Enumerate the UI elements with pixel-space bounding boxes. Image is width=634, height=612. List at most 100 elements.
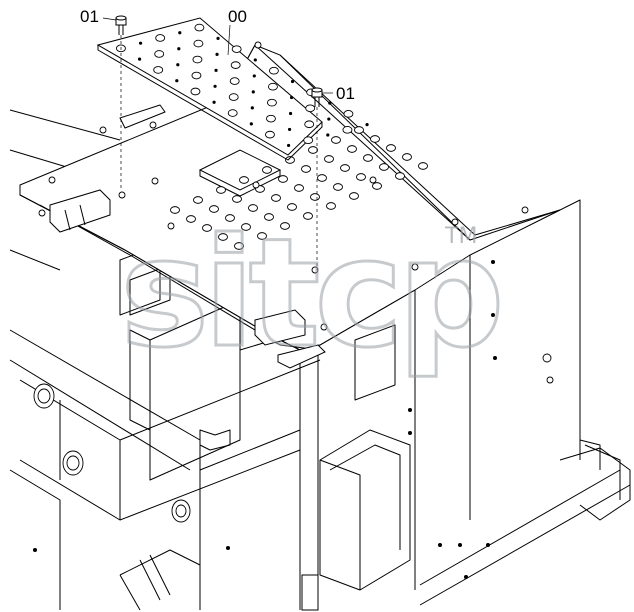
callout-01-right: 01 (336, 84, 355, 103)
step-hole (155, 34, 166, 42)
step-hole (227, 109, 238, 117)
step-dot (251, 90, 255, 94)
bolt-top-part-01 (115, 15, 127, 190)
perforation-hole (386, 144, 396, 152)
step-hole (153, 66, 164, 74)
step-dot (249, 122, 253, 126)
perforation-hole (241, 223, 251, 231)
step-dot (213, 84, 217, 88)
step-hole (304, 120, 315, 129)
perforation-hole (326, 202, 336, 210)
perforation-hole (186, 215, 196, 223)
watermark-trademark: TM (444, 224, 477, 249)
perforation-hole (239, 176, 249, 184)
step-hole (265, 130, 275, 139)
callout-01-top: 01 (80, 7, 99, 26)
perforation-hole (340, 164, 350, 172)
perforation-hole (317, 174, 327, 182)
perforation-hole (264, 213, 274, 221)
step-hole (267, 82, 278, 91)
step-dot (365, 123, 369, 127)
step-dot (137, 57, 142, 61)
perforation-hole (225, 214, 235, 222)
step-hole (303, 136, 314, 145)
step-hole (342, 126, 353, 134)
frame-structure (9, 109, 631, 611)
cover-plate (19, 44, 561, 369)
step-dot (178, 31, 182, 35)
step-dot (215, 52, 219, 56)
step-dot (176, 63, 180, 67)
perforation-hole (418, 162, 428, 170)
step-dot (287, 127, 292, 132)
perforation-hole (308, 146, 318, 154)
bolt-right-part-01 (311, 87, 323, 270)
perforation-hole (372, 182, 382, 190)
step-hole (266, 114, 276, 123)
step-hole (190, 87, 201, 96)
step-dot (177, 47, 181, 51)
perforation-hole (262, 166, 272, 174)
frame-holes (33, 260, 554, 579)
perforation-hole (257, 232, 267, 240)
step-dot (290, 79, 295, 84)
step-hole (154, 50, 165, 58)
step-dot (253, 58, 257, 62)
perforation-hole (280, 222, 290, 230)
step-dot (216, 36, 220, 40)
perforation-hole (324, 155, 334, 163)
perforation-hole (349, 192, 359, 200)
perforation-hole (271, 194, 281, 202)
perforation-hole (232, 195, 242, 203)
step-hole (191, 71, 202, 80)
step-dot (138, 41, 143, 45)
step-dot (214, 68, 218, 72)
step-hole (192, 55, 203, 64)
step-hole (228, 93, 239, 101)
callout-00-plate: 00 (228, 7, 247, 26)
perforation-hole (287, 203, 297, 211)
perforation-hole (347, 145, 357, 153)
step-hole (343, 110, 354, 118)
perforation-hole (402, 153, 412, 161)
step-plate-holes (115, 23, 369, 148)
step-dot (328, 101, 332, 105)
step-hole (268, 66, 279, 75)
perforation-hole (209, 205, 219, 213)
step-dot (327, 117, 331, 121)
step-hole (229, 77, 240, 85)
perforation-hole (193, 196, 203, 204)
perforation-hole (331, 136, 341, 144)
perforation-hole (354, 126, 364, 134)
perforation-hole (395, 172, 405, 180)
perforation-hole (301, 165, 311, 173)
step-hole (266, 98, 277, 107)
step-dot (288, 111, 293, 116)
perforation-hole (294, 184, 304, 192)
perforation-hole (379, 163, 389, 171)
plate-edge-bolts (38, 41, 529, 331)
perforation-hole (285, 156, 295, 164)
step-hole (305, 104, 316, 113)
perforation-hole (356, 173, 366, 181)
perforation-hole (310, 193, 320, 201)
perforation-hole (370, 135, 380, 143)
step-hole (231, 45, 242, 53)
perforation-hole (333, 183, 343, 191)
step-dot (289, 95, 294, 100)
step-dot (326, 133, 330, 137)
perforation-hole (202, 224, 212, 232)
step-hole (230, 61, 241, 69)
perforation-hole (278, 175, 288, 183)
step-hole (194, 23, 205, 32)
perforation-hole (363, 154, 373, 162)
perforation-hole (216, 186, 226, 194)
perforation-hole (303, 212, 313, 220)
step-dot (175, 79, 179, 83)
step-dot (212, 100, 216, 104)
leader-lines (102, 17, 333, 94)
step-hole (193, 39, 204, 48)
step-dot (252, 74, 256, 78)
watermark-logo: sitcp (120, 207, 499, 381)
